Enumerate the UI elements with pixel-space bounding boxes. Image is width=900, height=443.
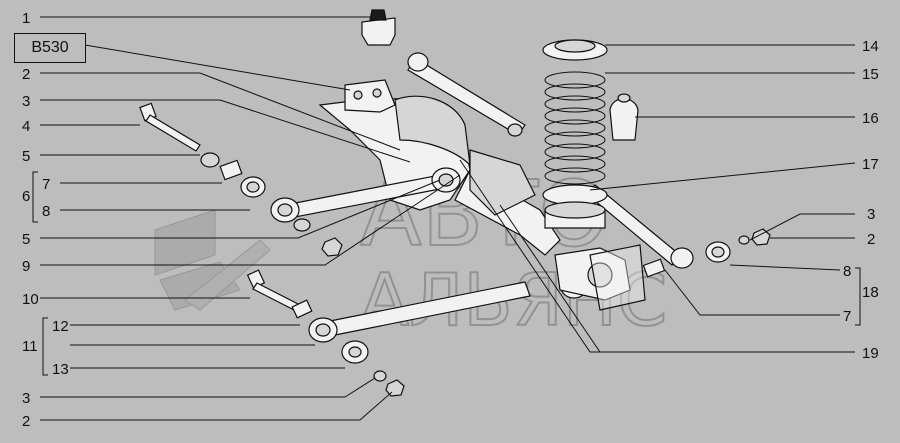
callout-3b: 3 (22, 390, 30, 407)
washer-5b (293, 218, 311, 232)
callout-14: 14 (862, 38, 879, 55)
callout-r2: 2 (867, 231, 875, 248)
callout-7a: 7 (42, 176, 50, 193)
callout-1: 1 (22, 10, 30, 27)
leader-lines (32, 16, 861, 421)
bump-stop (361, 9, 396, 46)
upper-trailing-arm (270, 167, 461, 223)
callout-11: 11 (22, 338, 38, 355)
wheel-bracket (554, 244, 646, 311)
callout-8a: 8 (42, 203, 50, 220)
callout-5a: 5 (22, 148, 30, 165)
panhard-rod (587, 184, 731, 278)
callout-6: 6 (22, 188, 30, 205)
callout-5b: 5 (22, 231, 30, 248)
nut-9 (321, 237, 343, 257)
callout-2b: 2 (22, 413, 30, 430)
callout-17: 17 (862, 156, 879, 173)
callout-19: 19 (862, 345, 879, 362)
bushing-13 (341, 340, 369, 364)
bushing-8 (240, 176, 266, 198)
callout-r7: 7 (843, 308, 851, 325)
buffer-16 (609, 93, 639, 141)
spring-seat-bottom (542, 184, 608, 229)
callout-10: 10 (22, 291, 39, 308)
callout-2a: 2 (22, 66, 30, 83)
washer-5 (200, 152, 220, 168)
callout-9: 9 (22, 258, 30, 275)
washer-3b (373, 370, 387, 382)
callout-4: 4 (22, 118, 30, 135)
sleeve-7 (219, 159, 243, 181)
callout-3a: 3 (22, 93, 30, 110)
callout-r3: 3 (867, 206, 875, 223)
diagram-code: B530 (31, 39, 69, 56)
diagram-code-box: B530 (14, 33, 86, 63)
body-bracket (344, 79, 396, 113)
washer-r3 (738, 235, 750, 245)
callout-15: 15 (862, 66, 879, 83)
callout-13: 13 (52, 361, 69, 378)
spring-seat-top (542, 39, 608, 61)
callout-18: 18 (862, 284, 879, 301)
watermark-logo (154, 209, 271, 311)
callout-r8: 8 (843, 263, 851, 280)
coil-spring (544, 71, 606, 185)
sleeve-12 (291, 299, 313, 319)
upper-arm-right (407, 52, 526, 137)
callout-12: 12 (52, 318, 69, 335)
callout-labels: 1 2 3 4 5 6 7 8 5 9 10 12 11 13 3 2 14 1… (22, 10, 879, 430)
bolt-10 (246, 269, 301, 312)
bolt-4 (139, 102, 201, 152)
callout-16: 16 (862, 110, 879, 127)
nut-2b (385, 379, 405, 397)
